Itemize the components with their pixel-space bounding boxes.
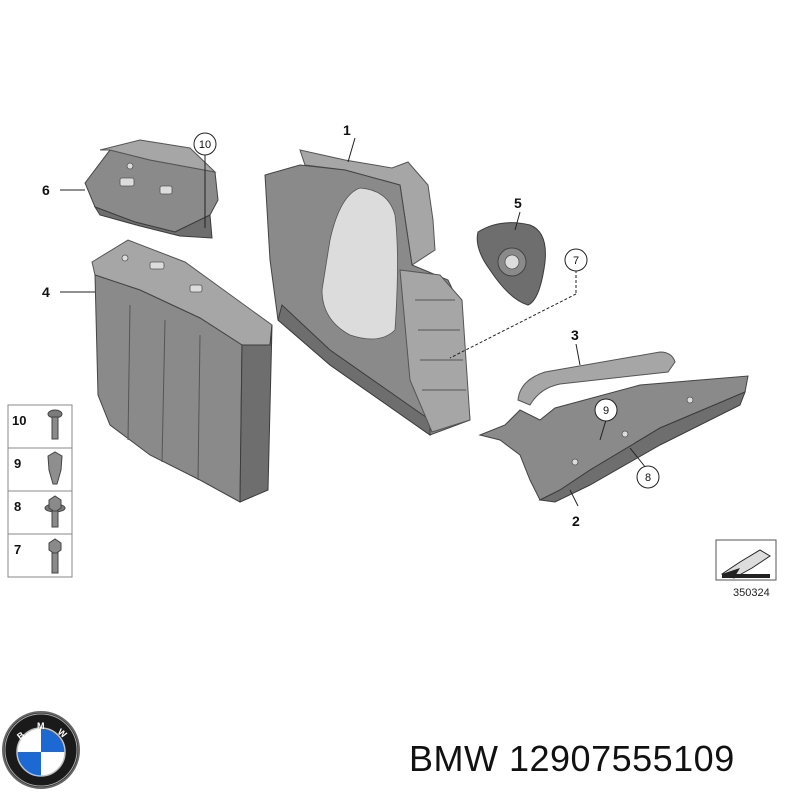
part-5-small-cover — [476, 222, 546, 306]
circled-ref-9: 9 — [594, 398, 618, 422]
part-1-central-bracket — [264, 149, 471, 436]
reference-code: 350324 — [733, 587, 770, 599]
svg-text:7: 7 — [573, 255, 579, 267]
circled-ref-10: 10 — [193, 132, 217, 156]
legend-label-8: 8 — [14, 499, 21, 514]
screw-10-icon — [47, 409, 63, 440]
part-2-lower-trim — [478, 375, 749, 503]
legend-label-7: 7 — [14, 542, 21, 557]
svg-text:B: B — [15, 729, 27, 741]
part-3-trim-strip — [517, 351, 676, 406]
callout-2: 2 — [572, 513, 580, 529]
svg-text:9: 9 — [603, 405, 609, 417]
legend-label-9: 9 — [14, 456, 21, 471]
callout-6: 6 — [42, 182, 50, 198]
svg-text:10: 10 — [199, 139, 211, 151]
fastener-legend: 10 9 8 7 — [7, 404, 73, 578]
callout-5: 5 — [514, 195, 522, 211]
reference-arrow-box — [715, 539, 777, 581]
clip-nut-9-icon — [47, 451, 63, 485]
hex-screw-7-icon — [48, 538, 62, 574]
callout-4: 4 — [42, 284, 50, 300]
brand-part-number: BMW 12907555109 — [409, 738, 735, 779]
leader-lines — [60, 137, 647, 507]
callout-1: 1 — [343, 122, 351, 138]
circled-ref-8: 8 — [636, 465, 660, 489]
callout-3: 3 — [571, 327, 579, 343]
part-6-mounting-plate — [84, 139, 219, 239]
svg-text:M: M — [37, 721, 45, 731]
hex-bolt-8-icon — [44, 495, 66, 528]
circled-ref-7: 7 — [564, 248, 588, 272]
legend-label-10: 10 — [12, 413, 26, 428]
part-4-box-bracket — [91, 239, 273, 503]
svg-text:8: 8 — [645, 472, 651, 484]
bmw-logo: B M W — [2, 711, 80, 789]
